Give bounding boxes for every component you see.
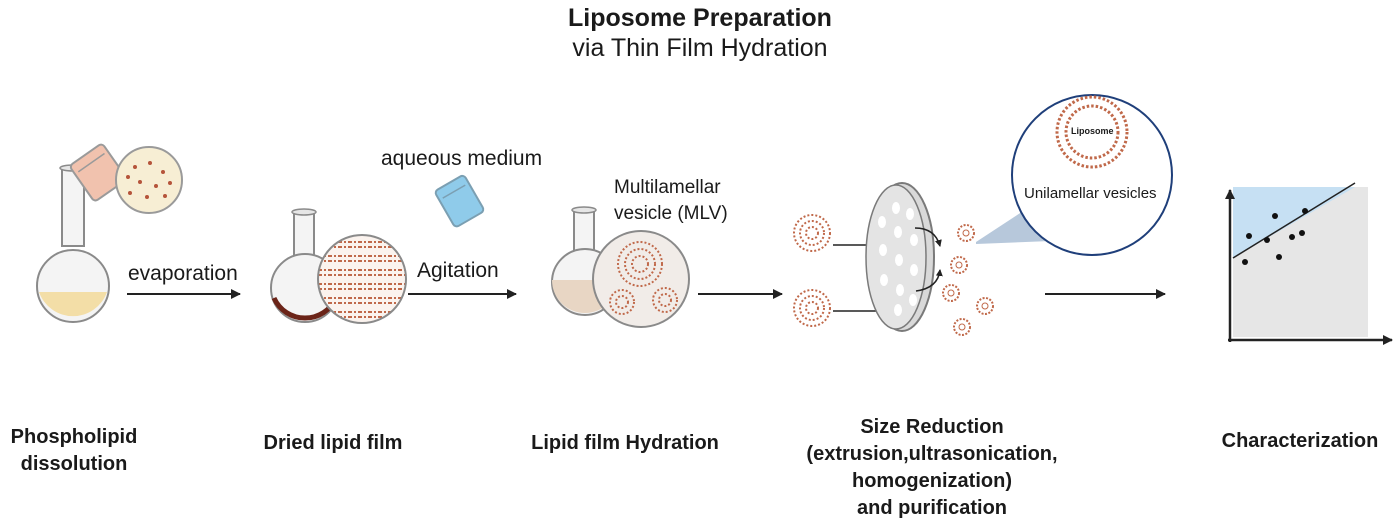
mlv-label-line-1: Multilamellar — [614, 177, 721, 198]
lipid-film-zoom-icon — [317, 234, 407, 324]
extrusion-membrane-icon — [865, 182, 935, 332]
stage-4-line-4: and purification — [857, 497, 1007, 519]
diagram-subtitle: via Thin Film Hydration — [572, 34, 828, 62]
lipid-solution-zoom-icon — [115, 146, 183, 214]
evaporation-label: evaporation — [128, 262, 238, 285]
stage-characterization: Characterization — [1221, 430, 1379, 452]
output-arrow-top — [914, 227, 942, 247]
diagram-title: Liposome Preparation — [568, 4, 832, 32]
beaker-pour-icon — [69, 143, 127, 202]
agitation-label: Agitation — [417, 259, 499, 282]
output-arrow-bottom — [915, 269, 943, 292]
unilamellar-zoom-icon — [1011, 94, 1173, 256]
stage-4-line-1: Size Reduction — [860, 416, 1004, 438]
unilamellar-label: Unilamellar vesicles — [1024, 185, 1157, 202]
stage-dried-lipid-film: Dried lipid film — [263, 432, 403, 454]
small-vesicles-icon — [942, 224, 994, 336]
stage-1-line-1: Phospholipid — [10, 426, 138, 448]
aqueous-beaker-icon — [434, 174, 485, 228]
characterization-plot-icon — [1225, 182, 1393, 345]
stage-1-line-2: dissolution — [20, 453, 128, 475]
stage-4-line-2: (extrusion,ultrasonication, — [806, 443, 1058, 465]
mlv-label: Multilamellar vesicle (MLV) — [614, 175, 728, 227]
mlv-zoom-icon — [592, 230, 690, 328]
stage-size-reduction: Size Reduction (extrusion,ultrasonicatio… — [772, 414, 1092, 522]
stage-4-line-3: homogenization) — [852, 470, 1012, 492]
mlv-vesicles-icon — [793, 214, 831, 327]
liposome-label: Liposome — [1071, 126, 1114, 136]
aqueous-medium-label: aqueous medium — [381, 147, 543, 170]
stage-lipid-film-hydration: Lipid film Hydration — [531, 432, 719, 454]
mlv-label-line-2: vesicle (MLV) — [614, 203, 728, 224]
stage-phospholipid-dissolution: Phospholipid dissolution — [0, 424, 148, 478]
